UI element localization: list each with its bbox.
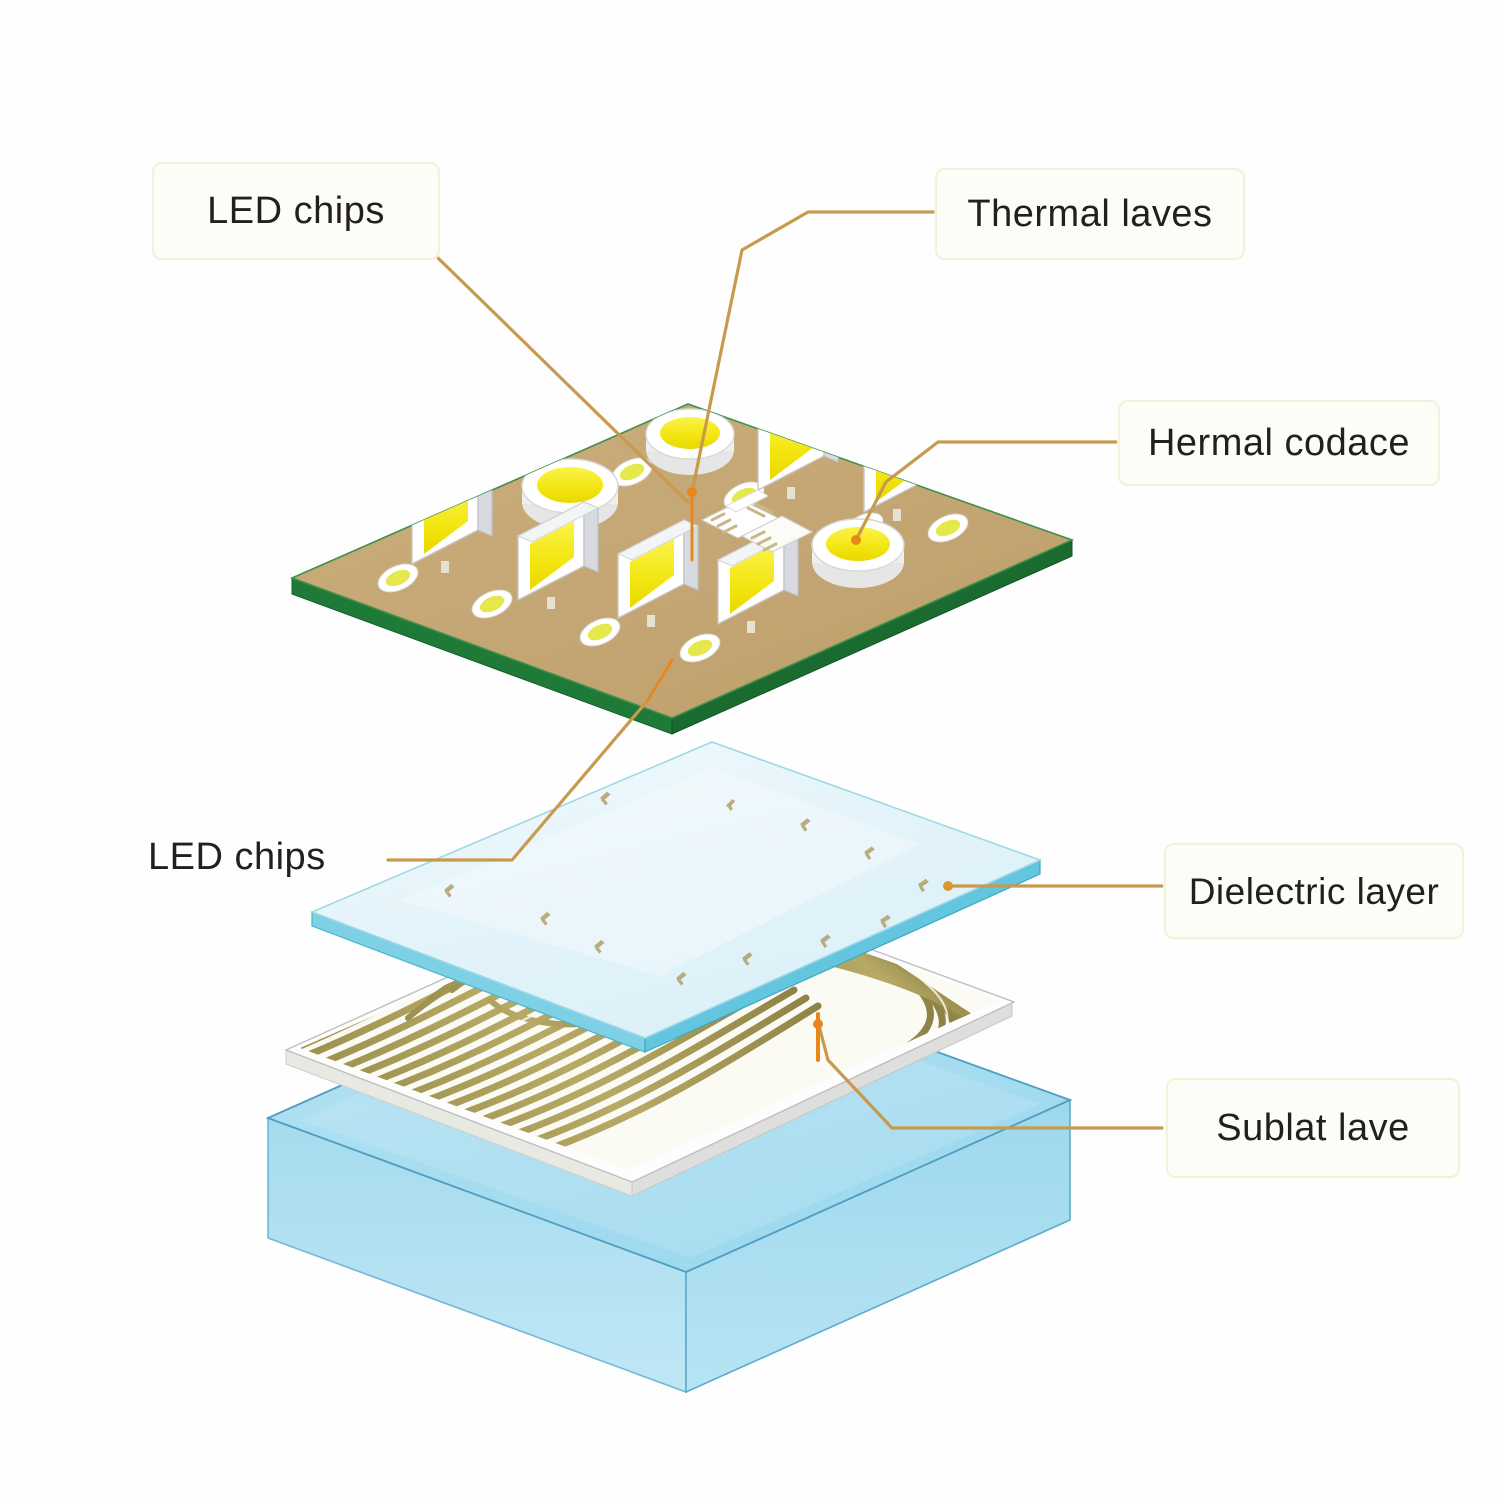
leader-accent-led-bottom xyxy=(646,658,674,702)
callout-text: LED chips xyxy=(207,190,385,232)
leader-sublat-lave xyxy=(816,1020,1164,1130)
leader-dot-dielectric xyxy=(943,881,953,891)
callout-thermal-laves[interactable]: Thermal laves xyxy=(935,168,1245,260)
leader-endpoints xyxy=(646,487,953,1062)
leader-lines xyxy=(386,210,1164,1130)
callout-dielectric-layer[interactable]: Dielectric layer xyxy=(1164,843,1464,939)
callout-sublat-lave[interactable]: Sublat lave xyxy=(1166,1078,1460,1178)
dielectric-sheen xyxy=(400,768,920,976)
leader-thermal-laves xyxy=(690,210,940,494)
round-led-3 xyxy=(811,518,905,588)
callout-hermal-codace[interactable]: Hermal codace xyxy=(1118,400,1440,486)
leader-hermal-codace xyxy=(854,440,1118,542)
callout-text: Sublat lave xyxy=(1216,1107,1410,1149)
leader-dot-hermal-codace xyxy=(851,535,861,545)
ic-cluster xyxy=(700,489,814,553)
leader-led-chips-bottom xyxy=(386,698,650,862)
round-led-2 xyxy=(645,408,735,475)
callout-text: Thermal laves xyxy=(967,193,1213,235)
callout-text: Dielectric layer xyxy=(1188,870,1440,912)
callout-text: Hermal codace xyxy=(1147,422,1411,464)
dielectric-top-face xyxy=(309,741,1043,1039)
square-led-2 xyxy=(516,500,600,609)
layer-dielectric-plate[interactable] xyxy=(309,741,1043,1053)
dielectric-via-marks xyxy=(444,791,929,986)
callout-text: LED chips xyxy=(148,836,326,878)
callout-led-chips-top[interactable]: LED chips xyxy=(152,162,440,260)
callout-led-chips-bottom[interactable]: LED chips xyxy=(148,826,388,888)
leader-led-chips-top xyxy=(436,256,690,504)
